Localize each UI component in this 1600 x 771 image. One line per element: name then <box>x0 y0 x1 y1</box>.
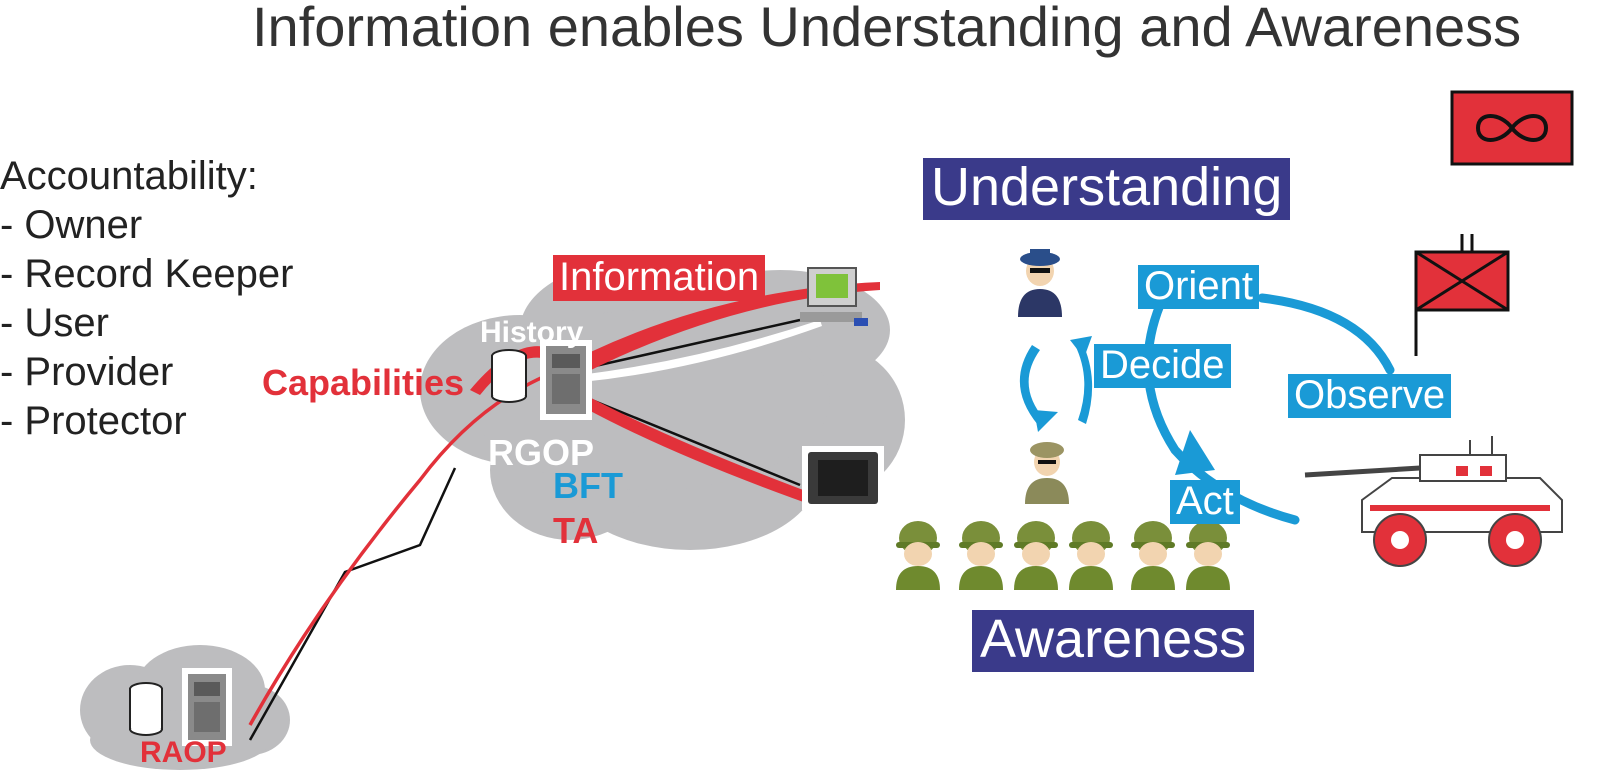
soldiers-row <box>896 521 1230 590</box>
tablet-icon <box>802 446 884 510</box>
accountability-item-record-keeper: - Record Keeper <box>0 252 294 296</box>
server-icon <box>540 340 592 420</box>
accountability-heading: Accountability: <box>0 154 258 198</box>
ooda-decide-label: Decide <box>1094 344 1231 388</box>
ta-label: TA <box>553 510 599 551</box>
information-label: Information <box>553 255 766 301</box>
bft-label: BFT <box>553 465 623 506</box>
understanding-label: Understanding <box>923 158 1291 220</box>
helmet-soldier-icon <box>1014 521 1058 590</box>
ooda-observe-label: Observe <box>1288 374 1452 418</box>
armored-vehicle-icon <box>1304 436 1563 567</box>
soldier-icon <box>1025 442 1069 504</box>
helmet-soldier-icon <box>896 521 940 590</box>
computer-icon <box>800 267 868 326</box>
server-icon-small-cloud <box>182 668 232 746</box>
capabilities-label: Capabilities <box>262 362 465 403</box>
ooda-act-label: Act <box>1170 480 1240 524</box>
rgop-label: RGOP <box>488 432 595 473</box>
raop-label: RAOP <box>140 736 227 769</box>
helmet-soldier-icon <box>1186 521 1230 590</box>
database-icon <box>491 349 527 403</box>
ooda-orient-label: Orient <box>1138 265 1259 309</box>
flag-icon <box>1414 234 1510 356</box>
accountability-list: Accountability: - Owner - Record Keeper … <box>0 152 293 446</box>
helmet-soldier-icon <box>1069 521 1113 590</box>
awareness-label: Awareness <box>972 610 1255 672</box>
accountability-item-owner: - Owner <box>0 203 143 247</box>
accountability-item-user: - User <box>0 301 109 345</box>
helmet-soldier-icon <box>1131 521 1175 590</box>
database-icon-small-cloud <box>129 682 163 736</box>
command-cycle-arrows <box>1019 336 1093 432</box>
helmet-soldier-icon <box>959 521 1003 590</box>
history-label: History <box>480 316 584 349</box>
accountability-item-protector: - Protector <box>0 399 187 443</box>
white-flow <box>580 320 822 382</box>
infinity-symbol-icon <box>1450 90 1574 166</box>
officer-icon <box>1018 249 1062 317</box>
accountability-item-provider: - Provider <box>0 350 174 394</box>
page-title: Information enables Understanding and Aw… <box>252 0 1522 58</box>
